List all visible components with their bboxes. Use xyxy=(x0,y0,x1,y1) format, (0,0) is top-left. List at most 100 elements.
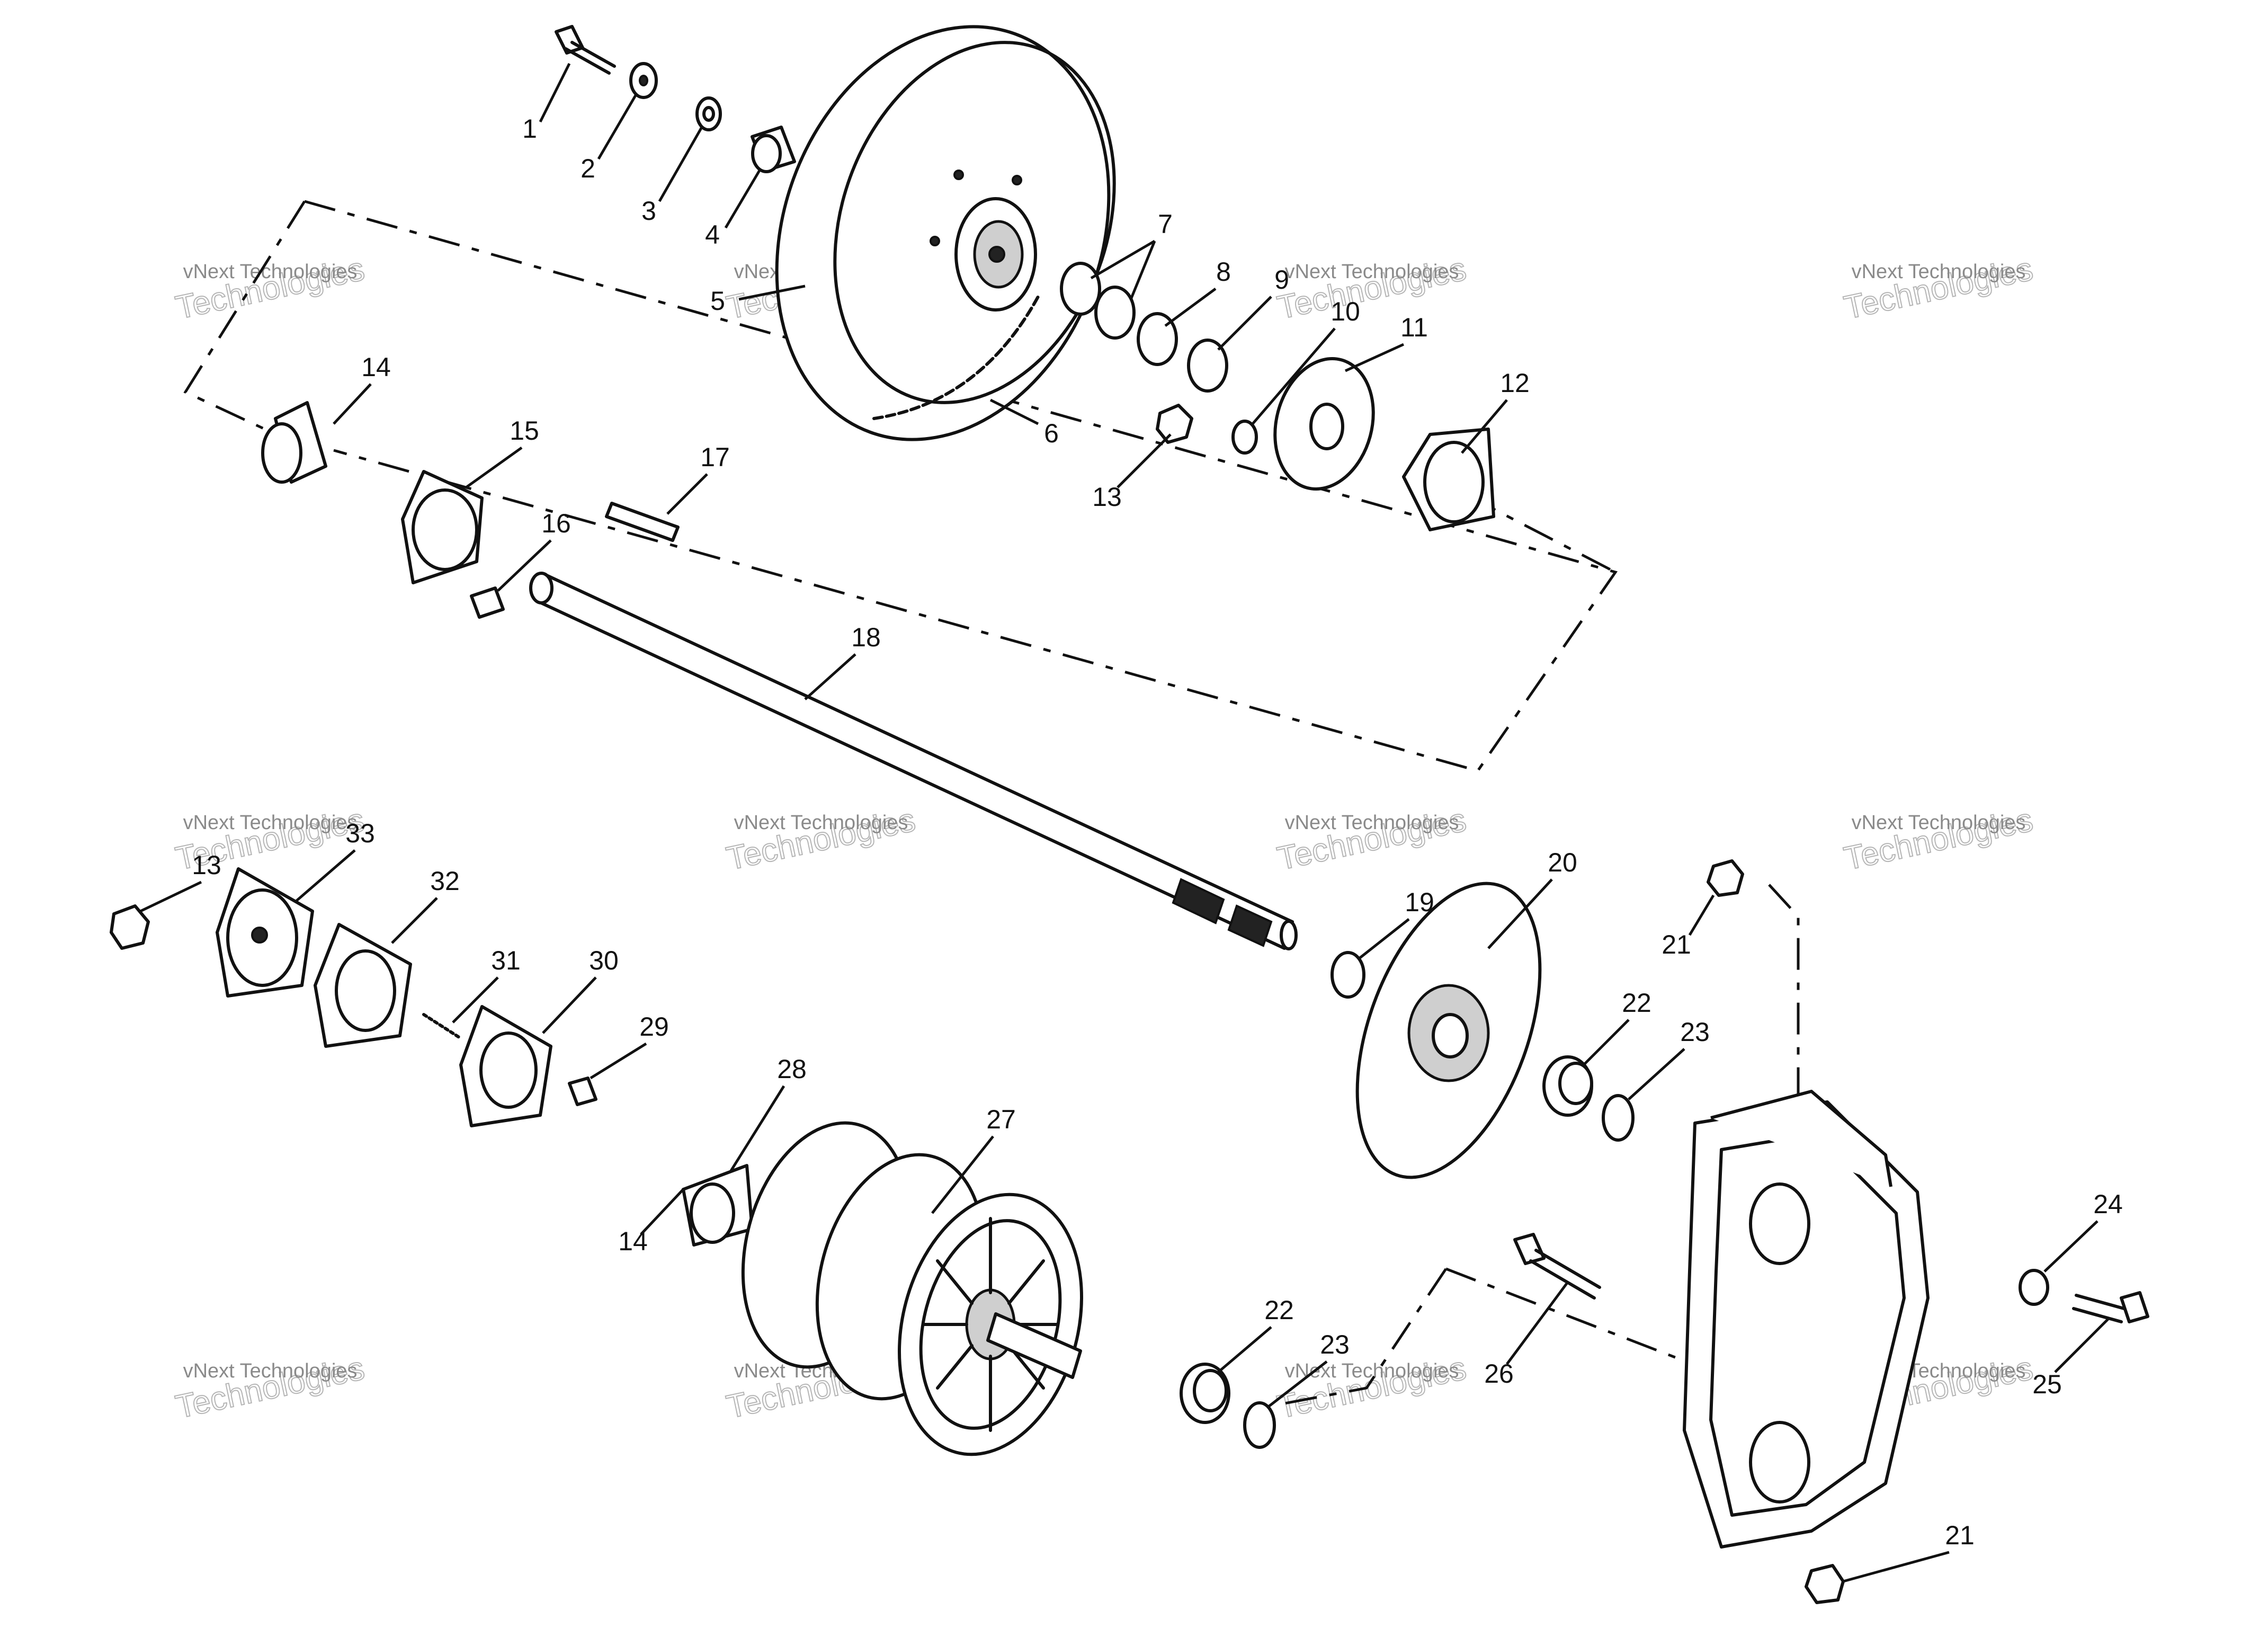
callout-label: 14 xyxy=(618,1226,648,1256)
nut-part-13a xyxy=(1156,404,1193,444)
ring-part-8 xyxy=(1137,312,1178,366)
plate-part-11 xyxy=(1273,357,1375,491)
leader-line xyxy=(452,976,499,1024)
callout-label: 26 xyxy=(1484,1359,1514,1389)
callout-label: 30 xyxy=(589,946,619,975)
bolt-part-25 xyxy=(2072,1291,2149,1323)
leader-line xyxy=(2043,1220,2099,1273)
leader-line xyxy=(590,1042,647,1080)
leader-line xyxy=(1267,1360,1328,1408)
bearing-part-22a xyxy=(1542,1055,1593,1117)
callout-label: 22 xyxy=(1622,988,1651,1018)
leader-line xyxy=(497,539,552,592)
bolt-part-1 xyxy=(555,25,616,75)
shaft-part-18 xyxy=(529,572,1298,950)
leader-line xyxy=(1487,878,1553,949)
callout-label: 14 xyxy=(361,352,391,382)
callout-label: 13 xyxy=(1092,482,1122,512)
leader-line xyxy=(296,849,356,902)
chaincase-housing xyxy=(1683,1090,1930,1549)
bolt-part-29 xyxy=(568,1077,597,1106)
callout-label: 21 xyxy=(1662,930,1691,959)
leader-line xyxy=(1358,918,1410,960)
callout-label: 29 xyxy=(639,1012,669,1042)
leader-line xyxy=(640,1188,684,1235)
disc-part-20 xyxy=(1355,882,1542,1179)
callout-label: 4 xyxy=(705,220,720,250)
leader-line xyxy=(1252,327,1336,425)
bearing-part-14a xyxy=(261,401,327,484)
watermark-company: vNext Technologies xyxy=(183,261,358,283)
leader-line xyxy=(666,473,708,515)
callout-label: 25 xyxy=(2032,1369,2062,1399)
leader-line xyxy=(1583,1019,1630,1066)
callout-label: 10 xyxy=(1331,297,1360,326)
flange-part-33 xyxy=(216,867,314,998)
callout-label: 11 xyxy=(1400,313,1428,342)
callout-label: 15 xyxy=(510,416,539,446)
callout-label: 23 xyxy=(1680,1017,1710,1047)
gasket-part-32 xyxy=(314,923,412,1048)
leader-line xyxy=(542,976,597,1034)
leader-line xyxy=(1505,1281,1569,1365)
washer-part-24 xyxy=(2019,1269,2049,1306)
bolt-part-26 xyxy=(1513,1233,1601,1300)
callout-label: 16 xyxy=(541,509,571,538)
callout-label: 31 xyxy=(491,946,521,975)
chain-part-6 xyxy=(872,295,1040,420)
callout-label: 17 xyxy=(700,442,730,472)
sprocket-part-5 xyxy=(775,25,1116,441)
callout-label: 21 xyxy=(1945,1520,1975,1550)
leader-line xyxy=(1217,296,1272,351)
callout-label: 23 xyxy=(1320,1330,1350,1359)
callout-label: 20 xyxy=(1548,848,1577,877)
leader-line xyxy=(729,1085,785,1172)
leader-line xyxy=(1090,239,1156,280)
callout-label: 28 xyxy=(777,1054,807,1084)
callout-label: 27 xyxy=(986,1105,1016,1134)
seal-part-23b xyxy=(1243,1401,1276,1449)
callout-label: 8 xyxy=(1216,257,1231,287)
callout-label: 33 xyxy=(345,819,375,848)
watermark-company: vNext Technologies xyxy=(1285,812,1459,834)
callout-label: 32 xyxy=(430,866,460,896)
watermark-company: vNext Technologies xyxy=(183,1360,358,1382)
watermark-company: vNext Technologies xyxy=(1852,812,2026,834)
flange-part-28 xyxy=(682,1164,754,1247)
leader-line xyxy=(139,880,202,913)
callout-label: 6 xyxy=(1044,419,1059,448)
ring-part-19 xyxy=(1331,951,1365,999)
watermark-company: vNext Technologies xyxy=(1852,261,2026,283)
leader-line xyxy=(804,653,856,700)
leader-line xyxy=(391,897,438,944)
callout-label: 22 xyxy=(1264,1295,1294,1325)
upper-parts xyxy=(261,25,1495,950)
callout-label: 1 xyxy=(522,114,537,144)
bolt-part-16 xyxy=(470,586,505,619)
leader-line xyxy=(658,126,703,202)
leader-line xyxy=(1117,433,1172,488)
lower-parts xyxy=(110,859,2149,1604)
watermark-company: vNext Technologies xyxy=(1285,261,1459,283)
callout-label: 7 xyxy=(1158,209,1173,239)
leader-line xyxy=(1164,287,1217,327)
nut-part-21b xyxy=(1805,1564,1845,1604)
callout-label: 19 xyxy=(1405,887,1434,917)
seal-part-23a xyxy=(1602,1094,1635,1142)
spring-part-31 xyxy=(422,1013,462,1040)
washer-part-10 xyxy=(1231,420,1258,455)
flange-part-15 xyxy=(401,470,484,584)
leader-line xyxy=(1843,1551,1950,1583)
watermark-company: vNext Technologies xyxy=(734,812,908,834)
callout-label: 5 xyxy=(710,286,725,316)
leader-line xyxy=(539,63,571,123)
leader-line xyxy=(1129,241,1156,300)
callout-label: 9 xyxy=(1274,265,1289,295)
callout-label: 12 xyxy=(1500,368,1530,398)
leader-line xyxy=(1217,1326,1272,1373)
callout-label: 18 xyxy=(851,622,881,652)
key-part-17 xyxy=(605,502,680,542)
leader-line xyxy=(724,168,762,229)
